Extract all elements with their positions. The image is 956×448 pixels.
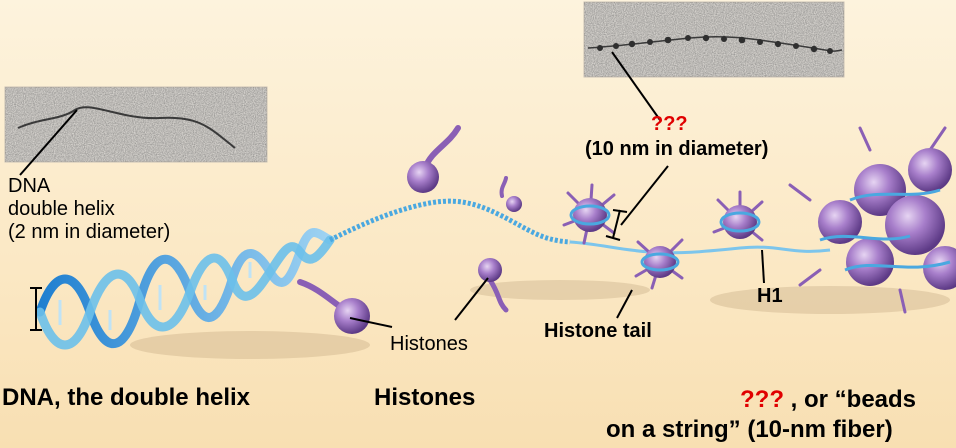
- caption-unknown-marker: ???: [740, 386, 784, 413]
- ten-nm-diameter-label: (10 nm in diameter): [585, 138, 769, 160]
- dna-helix-label: DNA double helix (2 nm in diameter): [8, 175, 170, 244]
- beads-micrograph: [583, 1, 845, 78]
- dna-helix-label-line1: DNA: [8, 175, 51, 197]
- histones-callout-label: Histones: [390, 333, 468, 355]
- caption-histones: Histones: [374, 384, 476, 411]
- caption-beads-rest: , or “beads: [783, 386, 917, 413]
- h1-label: H1: [757, 285, 783, 307]
- condensed-chromatin: [788, 126, 956, 314]
- nucleosome-beads: [562, 183, 764, 290]
- caption-dna: DNA, the double helix: [2, 384, 251, 411]
- dna-double-helix: [35, 198, 831, 350]
- dna-micrograph: [4, 86, 268, 163]
- caption-beads-line1: ??? , or “beads: [740, 386, 916, 414]
- annotation-lines: [19, 51, 765, 331]
- unknown-structure-marker: ???: [651, 113, 688, 135]
- dna-helix-label-line2: double helix: [8, 198, 115, 220]
- dna-helix-label-line3: (2 nm in diameter): [8, 221, 171, 243]
- free-histones: [297, 125, 522, 334]
- caption-beads-line2: on a string” (10-nm fiber): [606, 416, 893, 443]
- background-shadows: [130, 280, 950, 359]
- histone-tail-label: Histone tail: [544, 320, 652, 342]
